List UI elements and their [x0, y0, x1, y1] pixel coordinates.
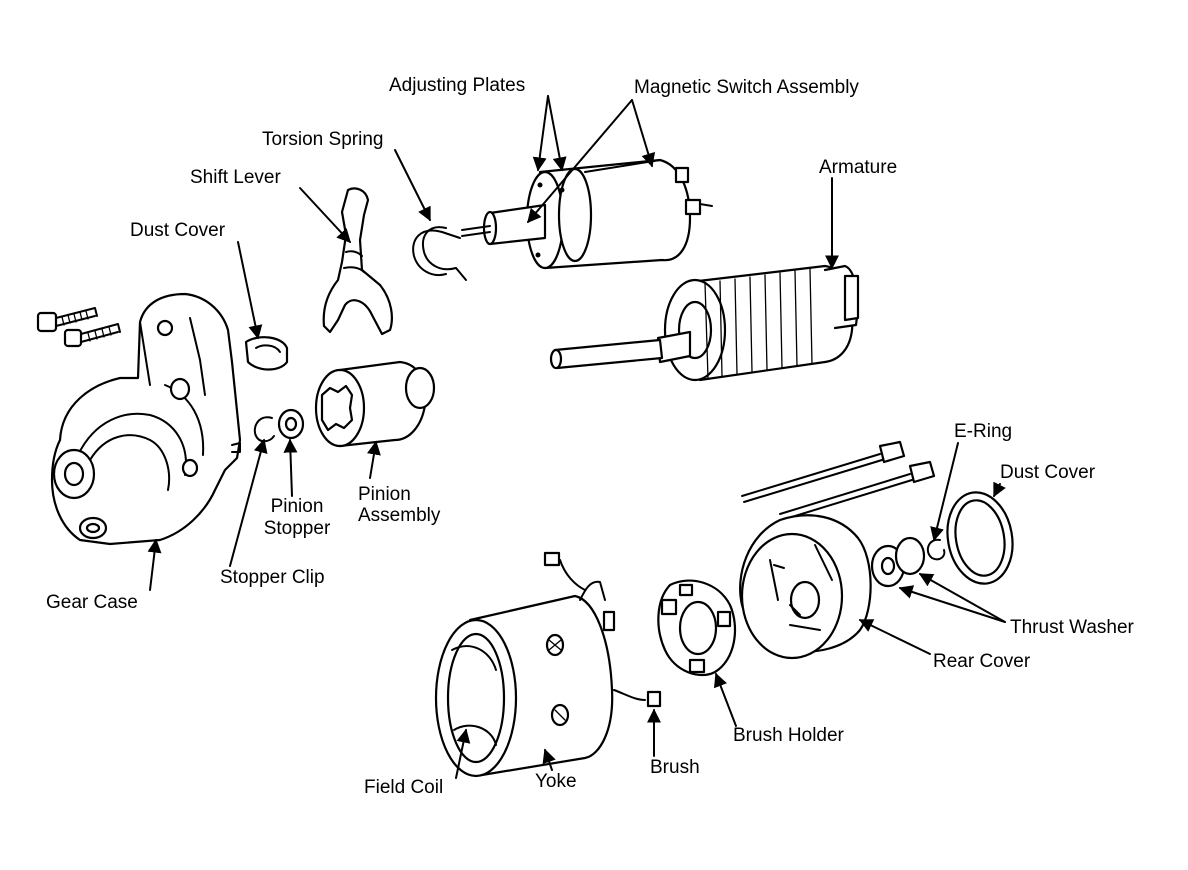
rear-cover [739, 514, 872, 660]
gear-case-bolts [36, 307, 121, 348]
label-brush-holder: Brush Holder [733, 725, 844, 746]
label-pinion-assembly-line2: Assembly [358, 505, 441, 526]
label-shift-lever: Shift Lever [190, 167, 281, 188]
thrust-washers [870, 536, 926, 588]
through-bolts [741, 440, 936, 521]
armature [549, 264, 860, 382]
label-magnetic-switch-assembly: Magnetic Switch Assembly [634, 77, 859, 98]
leader-lines [147, 95, 1006, 779]
label-armature: Armature [819, 157, 898, 178]
label-brush: Brush [650, 757, 700, 778]
brush-holder [657, 579, 737, 677]
label-torsion-spring: Torsion Spring [262, 129, 384, 150]
label-adjusting-plates: Adjusting Plates [389, 75, 526, 96]
label-dust-cover-top: Dust Cover [130, 220, 226, 241]
field-coil-leads [543, 551, 662, 708]
stopper-clip [253, 416, 275, 443]
label-stopper-clip: Stopper Clip [220, 567, 325, 588]
label-gear-case: Gear Case [46, 592, 138, 613]
dust-cover-right [946, 491, 1014, 585]
label-e-ring: E-Ring [954, 421, 1013, 442]
pinion-assembly [314, 360, 436, 448]
label-dust-cover-right: Dust Cover [1000, 462, 1096, 483]
label-pinion-assembly-line1: Pinion [358, 484, 411, 505]
dust-cover-top [244, 336, 289, 371]
label-pinion-stopper-line1: Pinion [270, 496, 324, 517]
label-yoke: Yoke [535, 771, 577, 792]
label-rear-cover: Rear Cover [933, 651, 1031, 672]
magnetic-switch [461, 158, 713, 270]
e-ring [926, 538, 946, 561]
gear-case [50, 292, 242, 546]
label-pinion-stopper-line2: Stopper [263, 518, 331, 539]
pinion-stopper [277, 408, 305, 440]
label-field-coil: Field Coil [364, 777, 444, 798]
shift-lever [322, 187, 393, 336]
torsion-spring [412, 226, 467, 281]
label-thrust-washer: Thrust Washer [1010, 617, 1134, 638]
